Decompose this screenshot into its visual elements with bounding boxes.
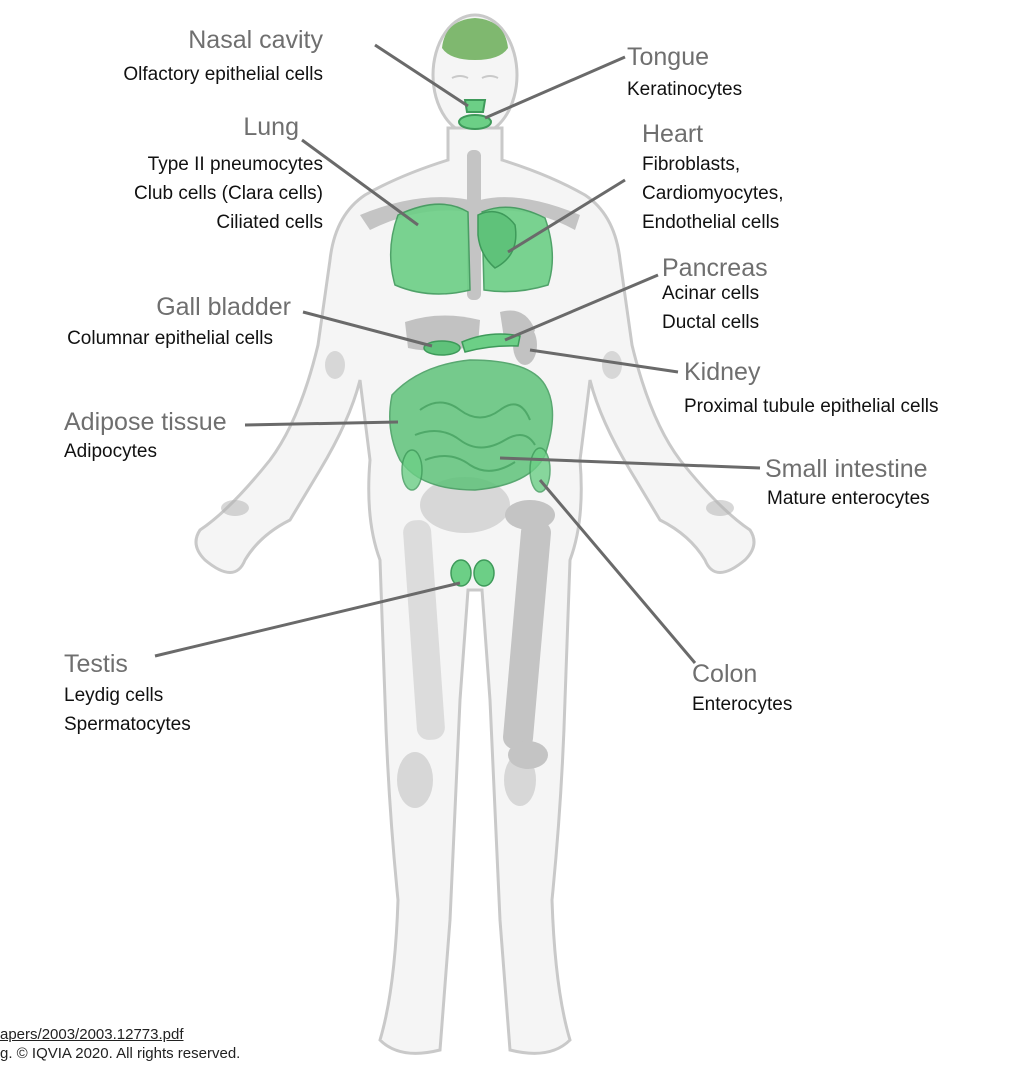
label-tongue: Tongue xyxy=(627,43,709,71)
label-small-intestine-cell-1: Mature enterocytes xyxy=(767,487,930,511)
label-testis: Testis xyxy=(64,650,128,678)
label-heart-cell-2: Cardiomyocytes, xyxy=(642,182,784,206)
copyright-notice: g. © IQVIA 2020. All rights reserved. xyxy=(0,1045,240,1062)
label-gall-bladder-cell-1: Columnar epithelial cells xyxy=(67,327,273,351)
label-pancreas-cell-1: Acinar cells xyxy=(662,282,759,306)
label-nasal-cavity-cell-1: Olfactory epithelial cells xyxy=(123,63,323,87)
label-pancreas-cell-2: Ductal cells xyxy=(662,311,759,335)
label-kidney: Kidney xyxy=(684,358,760,386)
label-testis-cell-2: Spermatocytes xyxy=(64,713,191,737)
label-lung: Lung xyxy=(243,113,299,141)
label-testis-cell-1: Leydig cells xyxy=(64,684,163,708)
source-link[interactable]: apers/2003/2003.12773.pdf xyxy=(0,1026,184,1043)
label-colon: Colon xyxy=(692,660,757,688)
label-heart-cell-3: Endothelial cells xyxy=(642,211,779,235)
label-nasal-cavity: Nasal cavity xyxy=(188,26,323,54)
label-lung-cell-3: Ciliated cells xyxy=(216,211,323,235)
label-heart: Heart xyxy=(642,120,703,148)
label-colon-cell-1: Enterocytes xyxy=(692,693,792,717)
label-tongue-cell-1: Keratinocytes xyxy=(627,78,742,102)
label-lung-cell-2: Club cells (Clara cells) xyxy=(134,182,323,206)
lung-shape xyxy=(391,204,470,294)
label-heart-cell-1: Fibroblasts, xyxy=(642,153,740,177)
label-adipose-tissue: Adipose tissue xyxy=(64,408,227,436)
gall-bladder-shape xyxy=(424,341,460,355)
label-gall-bladder: Gall bladder xyxy=(156,293,291,321)
label-adipose-tissue-cell-1: Adipocytes xyxy=(64,440,157,464)
label-lung-cell-1: Type II pneumocytes xyxy=(148,153,323,177)
label-small-intestine: Small intestine xyxy=(765,455,928,483)
label-pancreas: Pancreas xyxy=(662,254,768,282)
label-kidney-cell-1: Proximal tubule epithelial cells xyxy=(684,395,939,419)
